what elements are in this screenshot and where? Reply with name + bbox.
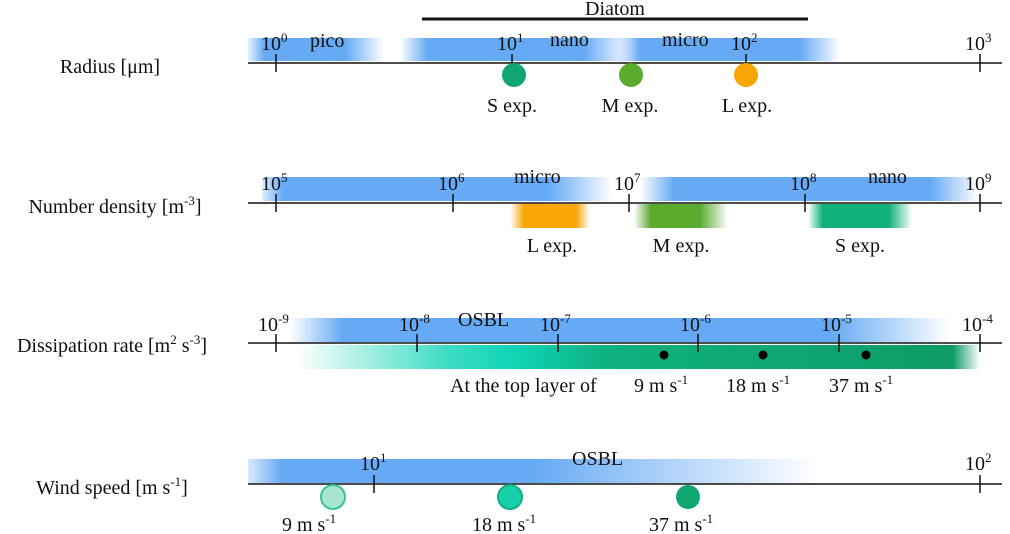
pico-label: pico [310, 30, 344, 52]
dissipation-tick-label: 10-9 [258, 311, 289, 336]
nano-label: nano [550, 29, 589, 51]
osbl-band [290, 318, 950, 342]
nano-band [400, 38, 630, 61]
m-exp-label: M exp. [602, 95, 659, 117]
nd-tick-label: 108 [790, 170, 817, 195]
osbl-label: OSBL [458, 309, 509, 331]
radius-tick-label: 100 [261, 30, 288, 55]
nd-tick-label: 109 [965, 170, 992, 195]
dissipation-point-18 [758, 350, 768, 360]
wind-marker-label: 18 m s-1 [472, 511, 536, 534]
dissipation-point-37 [861, 350, 871, 360]
dissipation-tick-label: 10-8 [399, 311, 430, 336]
radius-title: Radius [μm] [60, 56, 160, 78]
diatom-label: Diatom [585, 0, 645, 20]
nd-s-exp-label: S exp. [835, 235, 885, 257]
nd-nano-label: nano [868, 166, 907, 188]
dissipation-title: Dissipation rate [m2 s-3] [17, 332, 207, 357]
s-exp-label: S exp. [487, 95, 537, 117]
m-exp-range [634, 204, 728, 228]
pico-band [248, 38, 384, 61]
wind-marker-18 [497, 484, 523, 510]
wind-marker-9 [320, 484, 346, 510]
s-exp-range [808, 204, 912, 228]
nd-tick-label: 105 [261, 170, 288, 195]
m-exp-marker [619, 63, 643, 87]
wind-marker-label: 9 m s-1 [282, 511, 336, 534]
micro-band [618, 38, 840, 61]
wind-speed-row: Wind speed [m s-1] 101 102 OSBL 9 m s-1 … [36, 448, 1002, 534]
wind-osbl-band [248, 459, 818, 483]
radius-tick-label: 101 [497, 30, 524, 55]
l-exp-range [510, 204, 590, 228]
ocean-layer-band [296, 345, 980, 369]
top-layer-caption: At the top layer of [450, 375, 597, 397]
wind-speed-title: Wind speed [m s-1] [36, 474, 188, 499]
dissipation-tick-label: 10-7 [540, 311, 571, 336]
micro-label: micro [662, 29, 709, 51]
dissipation-tick-label: 10-4 [962, 311, 993, 336]
nd-nano-band [640, 177, 978, 201]
radius-tick-label: 103 [965, 30, 992, 55]
dissipation-row: Dissipation rate [m2 s-3] 10-9 10-8 10-7… [17, 309, 1002, 397]
s-exp-marker [502, 63, 526, 87]
nd-l-exp-label: L exp. [527, 235, 577, 257]
nd-tick-label: 107 [614, 170, 641, 195]
nd-m-exp-label: M exp. [653, 235, 710, 257]
number-density-title: Number density [m-3] [28, 193, 201, 218]
wind-marker-37 [676, 485, 700, 509]
l-exp-label: L exp. [722, 95, 772, 117]
dissipation-tick-label: 10-6 [680, 311, 711, 336]
nd-tick-label: 106 [438, 170, 465, 195]
radius-tick-label: 102 [731, 30, 758, 55]
number-density-row: Number density [m-3] 105 106 107 108 109… [28, 166, 1002, 257]
dissipation-point-label: 9 m s-1 [634, 372, 688, 397]
l-exp-marker [734, 63, 758, 87]
nd-micro-label: micro [514, 166, 561, 188]
dissipation-point-label: 37 m s-1 [829, 372, 893, 397]
radius-row: Diatom Radius [μm] 100 101 102 103 pico … [60, 0, 1002, 117]
wind-tick-label: 102 [965, 450, 992, 475]
dissipation-point-9 [659, 350, 669, 360]
nd-micro-band [262, 177, 612, 201]
dissipation-point-label: 18 m s-1 [726, 372, 790, 397]
dissipation-tick-label: 10-5 [821, 311, 852, 336]
wind-tick-label: 101 [360, 450, 387, 475]
wind-marker-label: 37 m s-1 [649, 511, 713, 534]
wind-osbl-label: OSBL [572, 448, 623, 470]
